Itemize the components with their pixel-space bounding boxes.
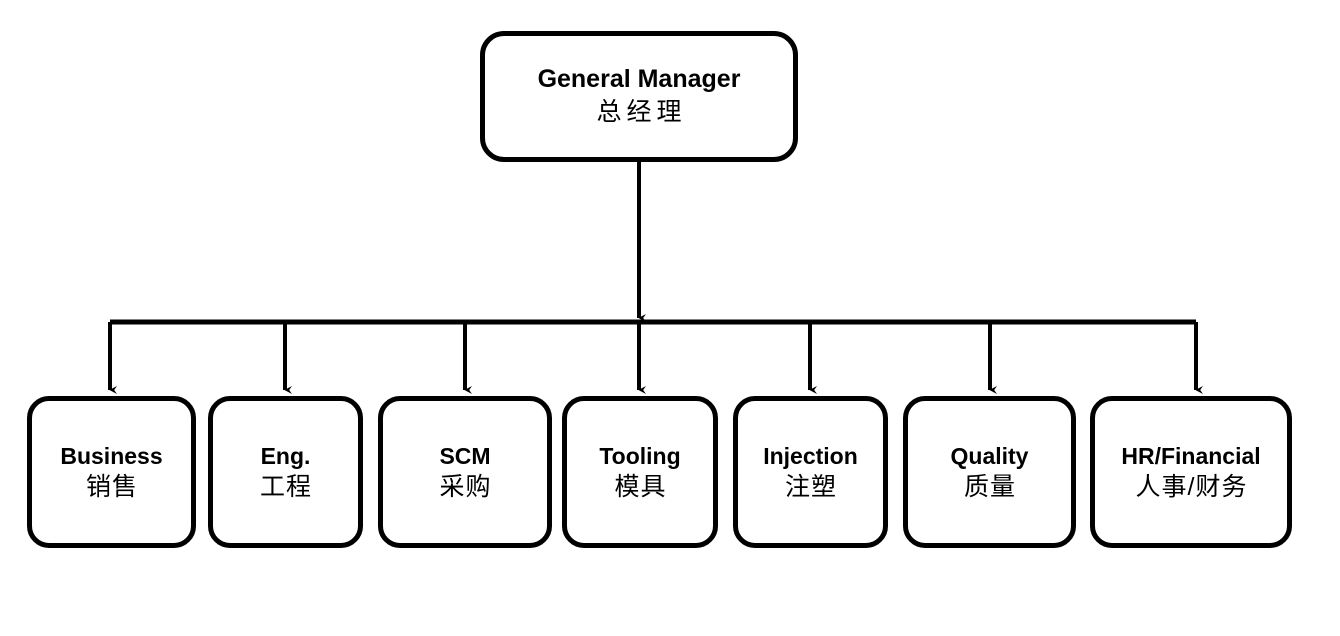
node-label-en: Business bbox=[60, 442, 163, 469]
node-label-zh: 人事/财务 bbox=[1135, 472, 1248, 501]
node-business[interactable]: Business 销售 bbox=[27, 396, 196, 548]
node-hr-financial[interactable]: HR/Financial 人事/财务 bbox=[1090, 396, 1292, 548]
node-label-en: HR/Financial bbox=[1121, 442, 1261, 469]
node-general-manager[interactable]: General Manager 总经理 bbox=[480, 31, 798, 162]
node-scm[interactable]: SCM 采购 bbox=[378, 396, 552, 548]
node-label-en: Tooling bbox=[599, 442, 681, 469]
node-label-zh: 工程 bbox=[259, 472, 312, 501]
node-label-en: Quality bbox=[950, 442, 1029, 469]
node-label-zh: 销售 bbox=[85, 472, 138, 501]
node-injection[interactable]: Injection 注塑 bbox=[733, 396, 888, 548]
node-label-en: General Manager bbox=[537, 65, 741, 93]
node-label-en: Eng. bbox=[260, 442, 311, 469]
node-label-zh: 质量 bbox=[963, 472, 1016, 501]
node-label-zh: 总经理 bbox=[596, 98, 687, 126]
node-label-zh: 采购 bbox=[439, 472, 492, 501]
node-label-zh: 模具 bbox=[614, 472, 667, 501]
node-label-en: Injection bbox=[763, 442, 858, 469]
node-engineering[interactable]: Eng. 工程 bbox=[208, 396, 363, 548]
node-quality[interactable]: Quality 质量 bbox=[903, 396, 1076, 548]
node-label-en: SCM bbox=[439, 442, 491, 469]
node-label-zh: 注塑 bbox=[784, 472, 837, 501]
node-tooling[interactable]: Tooling 模具 bbox=[562, 396, 718, 548]
